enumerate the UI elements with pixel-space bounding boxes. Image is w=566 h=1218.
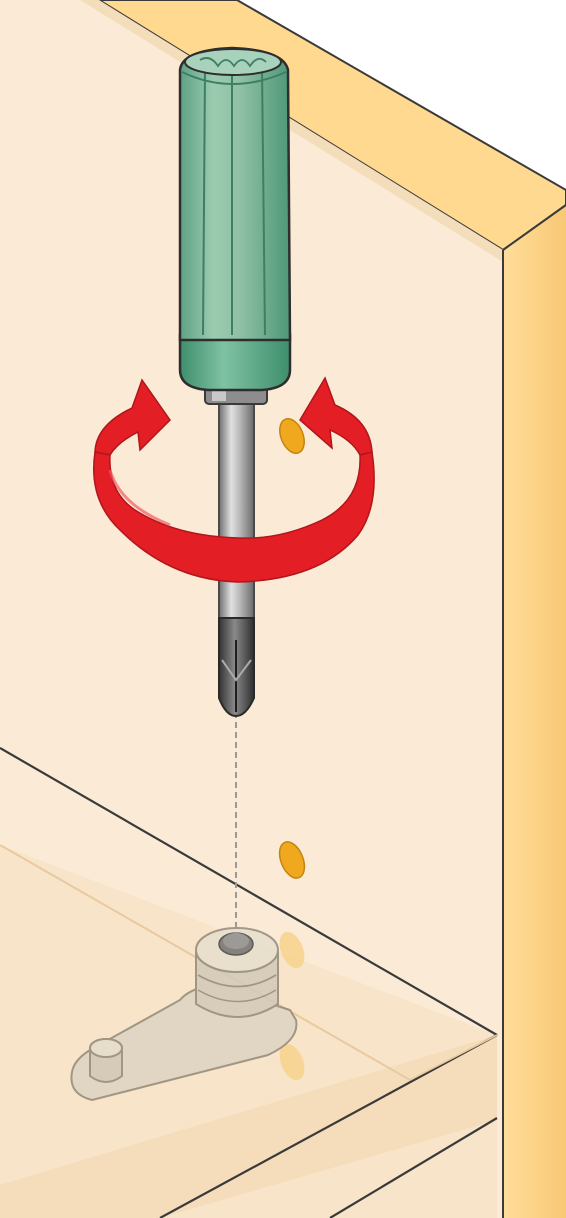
side-board-edge <box>503 205 566 1218</box>
